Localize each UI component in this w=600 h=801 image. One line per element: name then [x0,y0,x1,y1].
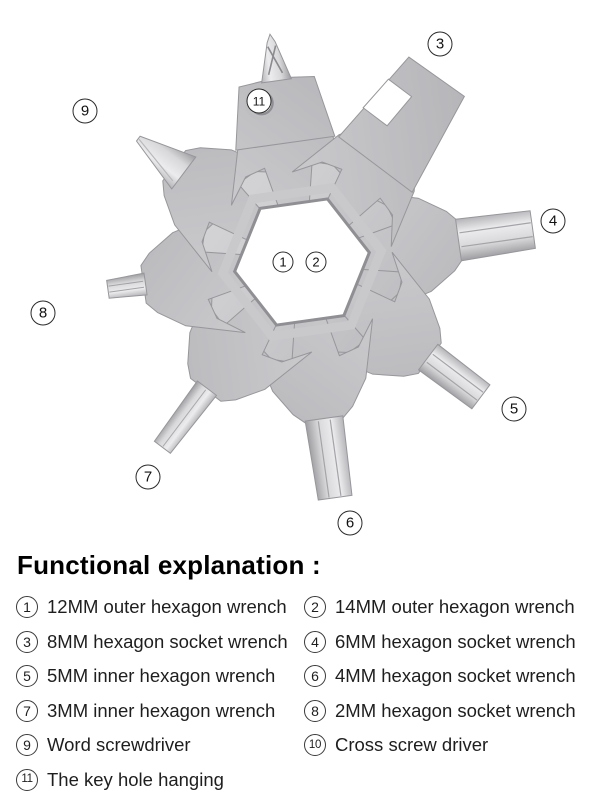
explanation-item-8: 8 2MM hexagon socket wrench [304,694,592,729]
item-number-badge: 7 [16,699,38,722]
item-label: 6MM hexagon socket wrench [335,630,576,652]
callout-8: 8 [30,300,56,326]
item-number-badge: 11 [16,768,38,791]
item-label: 8MM hexagon socket wrench [47,630,288,652]
section-title: Functional explanation : [17,550,321,580]
explanation-item-10: 10 Cross screw driver [304,728,592,763]
item-label: 4MM hexagon socket wrench [335,665,576,687]
explanation-item-3: 3 8MM hexagon socket wrench [16,625,304,660]
explanation-item-5: 5 5MM inner hexagon wrench [16,659,304,694]
explanation-item-9: 9 Word screwdriver [16,728,304,763]
explanation-item-7: 7 3MM inner hexagon wrench [16,694,304,729]
item-number-badge: 3 [16,630,38,653]
item-label: Word screwdriver [47,734,191,756]
item-label: 2MM hexagon socket wrench [335,699,576,721]
item-number-badge: 6 [304,665,326,688]
item-label: The key hole hanging [47,768,224,790]
explanation-item-2: 2 14MM outer hexagon wrench [304,590,592,625]
explanation-item-1: 1 12MM outer hexagon wrench [16,590,304,625]
hex-hole [232,197,372,327]
socket-notch [362,78,413,127]
item-label: Cross screw driver [335,734,489,756]
explanation-item-6: 6 4MM hexagon socket wrench [304,659,592,694]
hex-rod-tip [417,343,491,410]
item-number-badge: 1 [16,596,38,619]
arm-6mm-hexagon-socket [337,190,536,315]
callout-2: 2 [305,251,327,273]
arm-2mm-hexagon-socket [106,209,267,334]
explanation-item-11: 11 The key hole hanging [16,763,304,798]
functional-explanation-section: Functional explanation : 1 12MM outer hex… [0,550,600,797]
item-label: 3MM inner hexagon wrench [47,699,276,721]
explanation-list: 1 12MM outer hexagon wrench 2 14MM outer he… [16,590,592,797]
callout-3: 3 [427,31,453,57]
item-label: 14MM outer hexagon wrench [335,596,575,618]
hex-rod-tip [454,210,536,262]
callout-5: 5 [501,396,527,422]
item-number-badge: 9 [16,734,38,757]
item-label: 12MM outer hexagon wrench [47,596,287,618]
item-number-badge: 10 [304,734,326,757]
snowflake-tool-body [106,33,536,501]
flathead-tip [135,135,197,190]
hex-hole-rim [217,182,387,342]
snowflake-multitool-illustration [106,33,536,501]
item-number-badge: 5 [16,665,38,688]
explanation-item-4: 4 6MM hexagon socket wrench [304,625,592,660]
callout-7: 7 [135,464,161,490]
hex-rod-tip [106,272,148,299]
callout-1: 1 [272,251,294,273]
item-number-badge: 2 [304,596,326,619]
callout-6: 6 [337,510,363,536]
callout-9: 9 [72,98,98,124]
item-number-badge: 8 [304,699,326,722]
item-number-badge: 4 [304,630,326,653]
callout-4: 4 [540,208,566,234]
arm-4mm-hexagon-socket [249,297,374,501]
hex-rod-tip [304,415,353,501]
callout-11: 11 [246,88,272,114]
keyhole-ring [244,86,279,121]
item-label: 5MM inner hexagon wrench [47,665,276,687]
